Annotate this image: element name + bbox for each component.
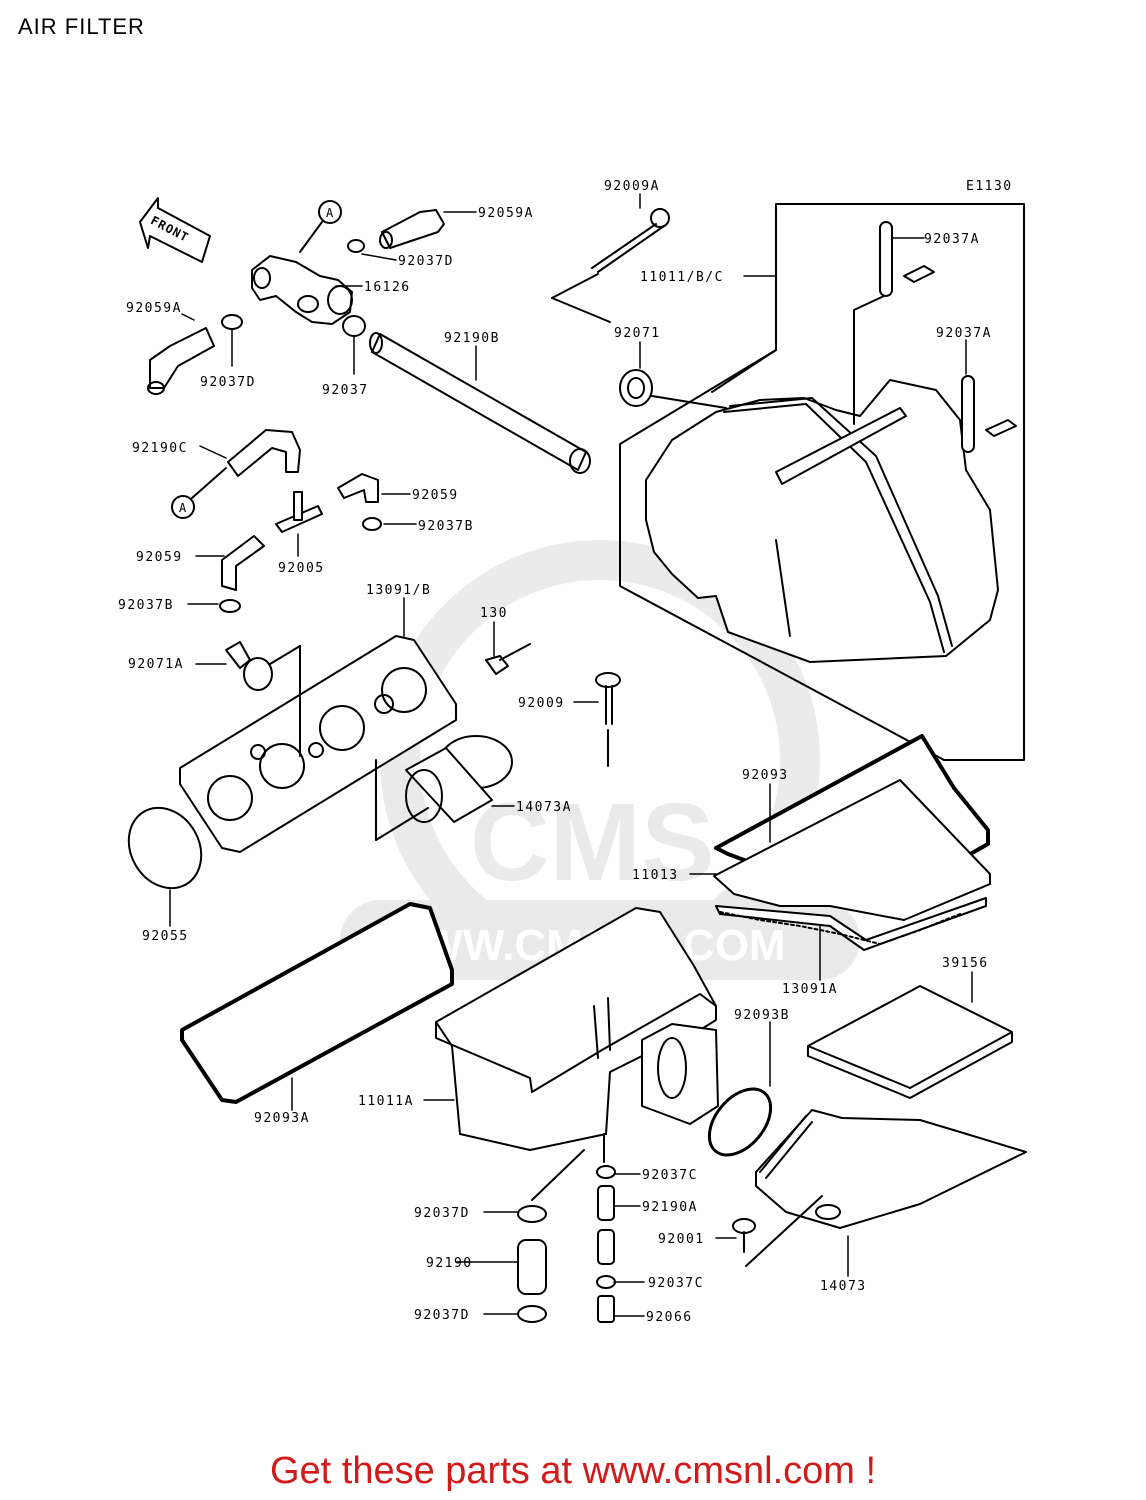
part-label-16126: 16126: [364, 280, 411, 295]
clip-92037c-top-drawing: [596, 1165, 616, 1179]
leader-lines-bottom: [531, 1133, 823, 1267]
clip-92037d-top-drawing: [347, 239, 365, 253]
grommet-92071a-drawing: [225, 641, 273, 691]
pipe-92190a-drawing: [597, 1185, 615, 1265]
part-label-13091a: 13091A: [782, 982, 838, 997]
screen-13091a-drawing: [715, 897, 987, 951]
hose-92059-left-drawing: [221, 535, 265, 591]
part-label-92055: 92055: [142, 929, 189, 944]
part-label-11013: 11013: [632, 868, 679, 883]
bolt-top-drawing: [903, 265, 935, 283]
part-label-92037a-right: 92037A: [936, 326, 992, 341]
holder-plate-13091-drawing: [179, 635, 457, 853]
funnel-14073a-drawing: [405, 735, 513, 823]
hose-92059a-left-drawing: [147, 327, 215, 395]
part-label-92190a: 92190A: [642, 1200, 698, 1215]
part-label-11011a: 11011A: [358, 1094, 414, 1109]
part-label-92037d-left: 92037D: [200, 375, 256, 390]
hose-92190c-drawing: [227, 429, 301, 477]
part-label-92190: 92190: [426, 1256, 473, 1271]
part-label-92093: 92093: [742, 768, 789, 783]
callout-marker-a-top: [299, 200, 342, 253]
part-label-92059-right: 92059: [412, 488, 459, 503]
hose-92190b-drawing: [369, 332, 591, 474]
part-label-92037b-mid: 92037B: [418, 519, 474, 534]
clip-92037d-bottom-upper-drawing: [517, 1205, 547, 1223]
part-label-92009a: 92009A: [604, 179, 660, 194]
bolt-130-drawing: [485, 655, 509, 675]
part-label-13091-b: 13091/B: [366, 583, 431, 598]
clip-92037b-left-drawing: [219, 599, 241, 613]
leader-92071-92009a: [551, 273, 611, 323]
o-ring-92055-drawing: [127, 806, 203, 890]
watermark-logo-text: CMS: [470, 781, 714, 904]
clip-92037-drawing: [342, 315, 366, 337]
part-label-14073: 14073: [820, 1279, 867, 1294]
part-label-92059-left: 92059: [136, 550, 183, 565]
front-arrow-icon: [139, 197, 211, 263]
bolt-92001-drawing: [732, 1218, 756, 1253]
gasket-92093b-drawing: [707, 1087, 773, 1157]
part-label-92001: 92001: [658, 1232, 705, 1247]
part-label-92093b: 92093B: [734, 1008, 790, 1023]
part-label-92037d-bottom-upper: 92037D: [414, 1206, 470, 1221]
air-cleaner-upper-housing-drawing: [619, 203, 1025, 761]
part-label-92037c-top: 92037C: [642, 1168, 698, 1183]
part-label-92037d-top: 92037D: [398, 254, 454, 269]
grommet-92071-drawing: [619, 369, 727, 409]
bolt-92009a-drawing: [591, 208, 670, 273]
hose-92059a-top-drawing: [379, 209, 445, 249]
callout-marker-a-bottom: [171, 467, 227, 519]
strap-92037a-right-drawing: [961, 375, 975, 453]
part-label-39156: 39156: [942, 956, 989, 971]
air-cleaner-lower-case-drawing: [435, 907, 719, 1151]
part-label-92005: 92005: [278, 561, 325, 576]
label-leader-lines: [169, 193, 973, 1317]
part-label-92071: 92071: [614, 326, 661, 341]
part-label-92037d-bottom-lower: 92037D: [414, 1308, 470, 1323]
part-label-92066: 92066: [646, 1310, 693, 1325]
element-11013-drawing: [713, 779, 991, 921]
part-label-92190c: 92190C: [132, 441, 188, 456]
part-label-92093a: 92093A: [254, 1111, 310, 1126]
gasket-92093a-drawing: [180, 902, 454, 1104]
part-label-92037a-top: 92037A: [924, 232, 980, 247]
part-label-92059a-left: 92059A: [126, 301, 182, 316]
part-label-14073a: 14073A: [516, 800, 572, 815]
pipe-92190-drawing: [517, 1239, 547, 1295]
clip-92037c-bottom-drawing: [596, 1275, 616, 1289]
bolt-right-drawing: [985, 419, 1017, 437]
clip-92037b-mid-drawing: [362, 517, 382, 531]
air-valve-16126-drawing: [251, 255, 353, 325]
part-label-92190b: 92190B: [444, 331, 500, 346]
part-label-130: 130: [480, 606, 508, 621]
hose-92059-right-drawing: [337, 473, 379, 503]
plug-92066-drawing: [597, 1295, 615, 1323]
footer-cta-link[interactable]: Get these parts at www.cmsnl.com !: [269, 1450, 877, 1492]
part-label-92037b-left: 92037B: [118, 598, 174, 613]
bolt-92009-drawing: [595, 672, 621, 767]
part-label-92059a-top: 92059A: [478, 206, 534, 221]
diagram-code: E1130: [966, 179, 1013, 194]
strap-92037a-top-drawing: [853, 221, 893, 425]
part-label-92037c-bottom: 92037C: [648, 1276, 704, 1291]
callout-marker-a-top-label: A: [326, 206, 335, 220]
part-label-92037: 92037: [322, 383, 369, 398]
clip-92037d-bottom-lower-drawing: [517, 1305, 547, 1323]
clip-92037d-left-drawing: [221, 314, 243, 330]
leader-lines-plate: [269, 643, 531, 841]
page-title: AIR FILTER: [18, 14, 145, 39]
part-label-11011-b-c: 11011/B/C: [640, 270, 724, 285]
cover-39156-drawing: [807, 985, 1013, 1099]
duct-14073-drawing: [755, 1109, 1027, 1229]
joint-92005-drawing: [275, 491, 323, 533]
callout-marker-a-bottom-label: A: [179, 501, 188, 515]
part-label-92071a: 92071A: [128, 657, 184, 672]
part-label-92009: 92009: [518, 696, 565, 711]
